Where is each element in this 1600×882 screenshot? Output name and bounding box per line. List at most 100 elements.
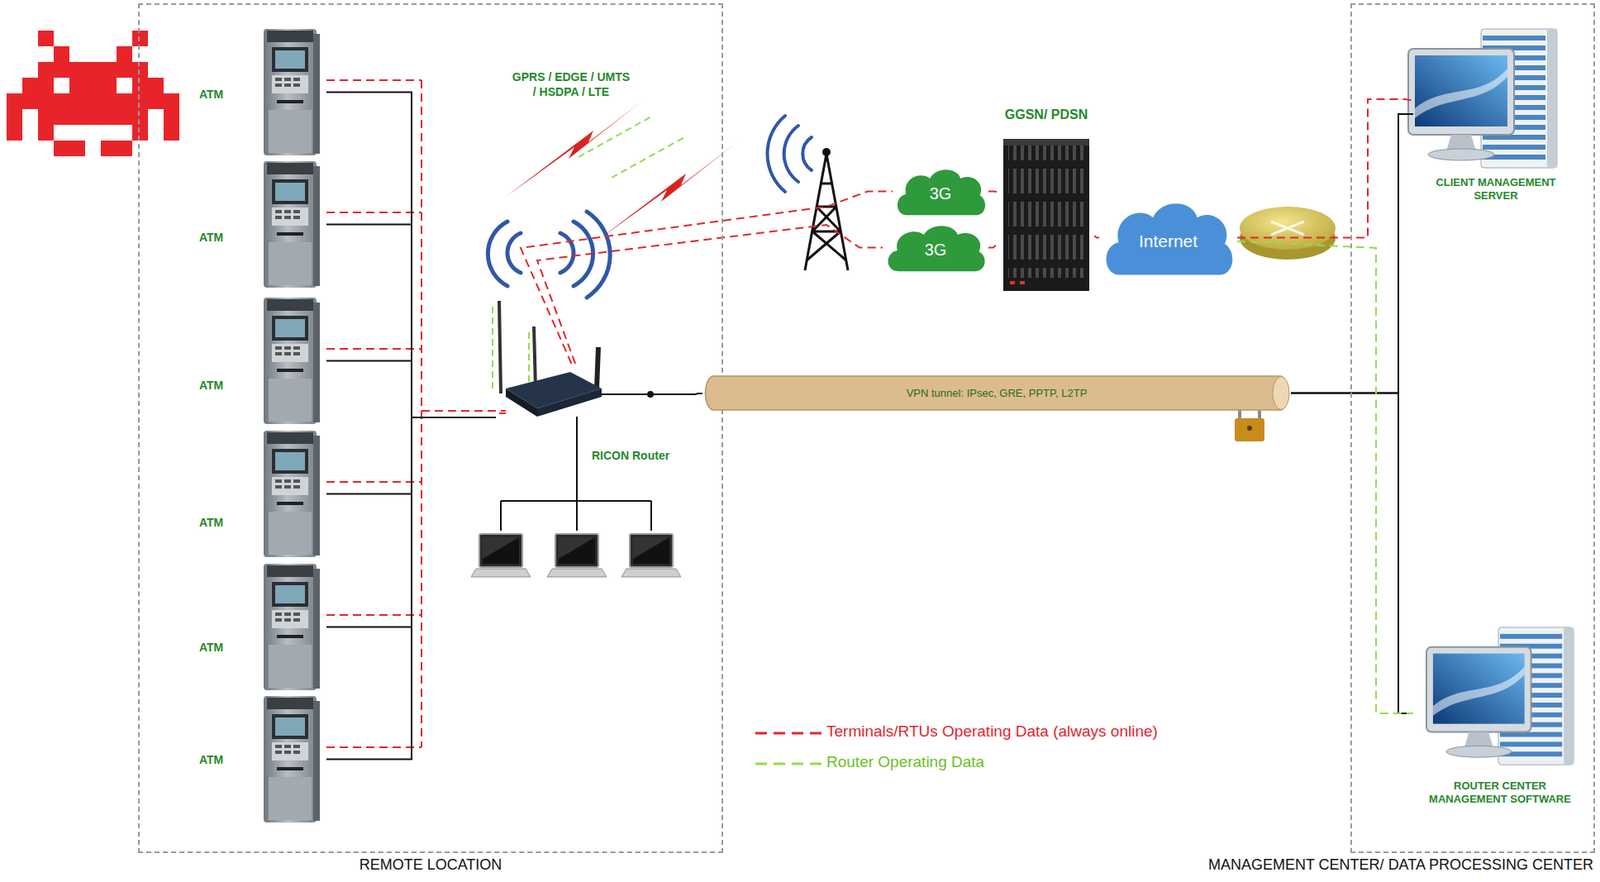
invader-pixel [38,61,54,78]
invader-pixel [116,140,133,157]
region-box: REMOTE LOCATIONATMATMATMATMATMATMRICON R… [139,4,722,852]
node-shape [1106,203,1234,275]
invader-pixel [100,77,117,94]
node-shape [897,169,986,215]
connector [694,393,703,395]
invader-pixel [147,93,164,110]
invader-pixel [100,140,117,157]
atm-terminal: ATM [194,28,327,156]
invader-pixel [85,93,101,110]
invader-pixel [116,109,133,125]
atm-terminal: ATM [194,161,327,288]
atm-label: ATM [199,378,233,392]
atm-label: ATM [199,640,233,654]
router-device: RICON Router [495,363,695,472]
atm-terminal: ATM [194,297,327,424]
gateway-rack: GGSN/ PDSN [998,107,1095,291]
invader-pixel [100,93,117,110]
invader-pixel [38,77,54,94]
invader-pixel [147,77,164,94]
invader-pixel [69,77,86,94]
invader-pixel [132,30,148,47]
connector [326,224,496,419]
legend-text: Terminals/RTUs Operating Data (always on… [826,722,1158,741]
link-type-label: GPRS / EDGE / UMTS / HSDPA / LTE [509,70,633,100]
invader-pixel [69,93,86,110]
invader-pixel [132,124,148,141]
invader-pixel [85,77,101,94]
atm-terminal: ATM [194,695,327,823]
invader-pixel [38,30,54,47]
invader-pixel [22,93,39,110]
invader-pixel [38,124,54,141]
node-shape [704,376,1288,410]
atm-label: ATM [199,230,233,244]
invader-pixel [163,124,180,141]
server-icon: ROUTER CENTER MANAGEMENT SOFTWARE [1413,609,1587,817]
connector [537,224,883,364]
node-shape [888,225,986,272]
invader-pixel [116,46,133,62]
invader-pixel [69,61,86,78]
network-cloud: 3G [882,219,989,276]
invader-pixel [85,109,101,125]
atm-label: ATM [199,515,233,529]
invader-pixel [69,140,86,157]
legend-line [755,732,822,735]
invader-pixel [53,61,70,78]
router-label: RICON Router [591,448,695,462]
region-box: MANAGEMENT CENTER/ DATA PROCESSING CENTE… [1352,4,1594,852]
invader-pixel [163,93,180,110]
region-label: MANAGEMENT CENTER/ DATA PROCESSING CENTE… [1097,856,1594,874]
network-cloud: Internet [1099,194,1238,281]
invader-pixel [132,77,148,94]
invader-pixel [100,61,117,78]
cloud-label: 3G [924,240,948,260]
legend-sample [753,752,824,773]
invader-pixel [38,109,54,125]
legend-sample [753,722,824,743]
cloud-label: 3G [929,184,953,204]
connector [1237,99,1414,239]
cloud-label: Internet [1138,231,1198,252]
connector [1290,114,1414,394]
connector [988,242,999,248]
connector [326,361,496,419]
legend-line [755,762,822,766]
connector [988,190,999,194]
connector [1237,241,1414,714]
invader-pixel [22,77,39,94]
connector [326,92,496,419]
invader-pixel [6,93,23,110]
atm-terminal: ATM [194,563,327,691]
connector [326,417,496,760]
server-label: CLIENT MANAGEMENT SERVER [1413,176,1579,202]
region-label: REMOTE LOCATION [139,856,722,874]
invader-pixel [53,109,70,125]
invader-pixel [100,109,117,125]
invader-pixel [53,140,70,157]
invader-pixel [116,93,133,110]
server-label: ROUTER CENTER MANAGEMENT SOFTWARE [1417,779,1583,805]
invader-pixel [116,61,133,78]
invader-pixel [85,61,101,78]
tunnel-end [1272,376,1290,410]
server-icon: CLIENT MANAGEMENT SERVER [1413,20,1579,208]
connector [1290,393,1414,715]
invader-pixel [38,93,54,110]
connector [520,191,893,365]
atm-terminal: ATM [194,430,327,558]
invader-pixel [6,124,23,141]
vpn-tunnel: VPN tunnel: IPsec, GRE, PPTP, L2TP [702,375,1291,411]
invader-pixel [53,46,70,62]
invader-pixel [132,93,148,110]
tunnel-label: VPN tunnel: IPsec, GRE, PPTP, L2TP [906,386,1088,400]
invader-pixel [163,109,180,125]
atm-label: ATM [199,87,233,101]
atm-label: ATM [199,752,233,767]
invader-pixel [132,61,148,78]
gateway-label: GGSN/ PDSN [998,107,1095,123]
legend-text: Router Operating Data [826,752,985,772]
